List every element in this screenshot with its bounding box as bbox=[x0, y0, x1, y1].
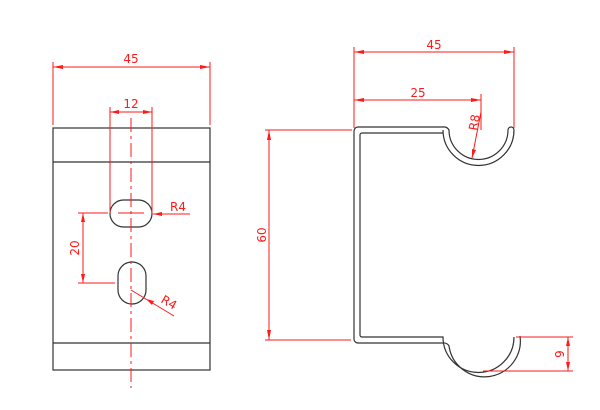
arc-radius-label: R8 bbox=[466, 113, 483, 131]
slot-radius-top-label: R4 bbox=[170, 200, 186, 214]
arrowhead bbox=[566, 337, 570, 346]
front-view: 45 12 R4 20 R4 bbox=[52, 52, 211, 388]
arrowhead bbox=[471, 98, 481, 102]
side-view: 45 25 R8 60 9 bbox=[255, 38, 573, 378]
arrowhead bbox=[153, 212, 162, 216]
arrowhead bbox=[566, 362, 570, 371]
profile-outer-top bbox=[442, 126, 450, 131]
arc-depth-dim-label: 9 bbox=[553, 350, 567, 358]
arrowhead bbox=[472, 149, 476, 158]
profile-outer bbox=[353, 126, 521, 378]
arrowhead bbox=[110, 110, 119, 114]
arrowhead bbox=[81, 274, 85, 283]
slot-radius-bottom-label: R4 bbox=[159, 292, 180, 312]
arrowhead bbox=[146, 299, 154, 305]
arrowhead bbox=[354, 98, 364, 102]
slot-span-dim-label: 12 bbox=[123, 97, 138, 111]
arrowhead bbox=[504, 50, 514, 54]
slot-vertical bbox=[117, 261, 147, 305]
arrowhead bbox=[354, 50, 364, 54]
arrowhead bbox=[143, 110, 152, 114]
slot-spacing-dim-label: 20 bbox=[68, 240, 82, 255]
overall-width-dim-label: 45 bbox=[426, 38, 441, 52]
width-dim-label: 45 bbox=[123, 52, 138, 66]
arrowhead bbox=[267, 330, 271, 340]
profile-inner bbox=[359, 129, 515, 374]
arrowhead bbox=[53, 65, 63, 69]
arrowhead bbox=[200, 65, 210, 69]
arc-center-dim-label: 25 bbox=[410, 86, 425, 100]
arrowhead bbox=[81, 213, 85, 222]
arrowhead bbox=[267, 130, 271, 140]
height-dim-label: 60 bbox=[255, 227, 269, 242]
